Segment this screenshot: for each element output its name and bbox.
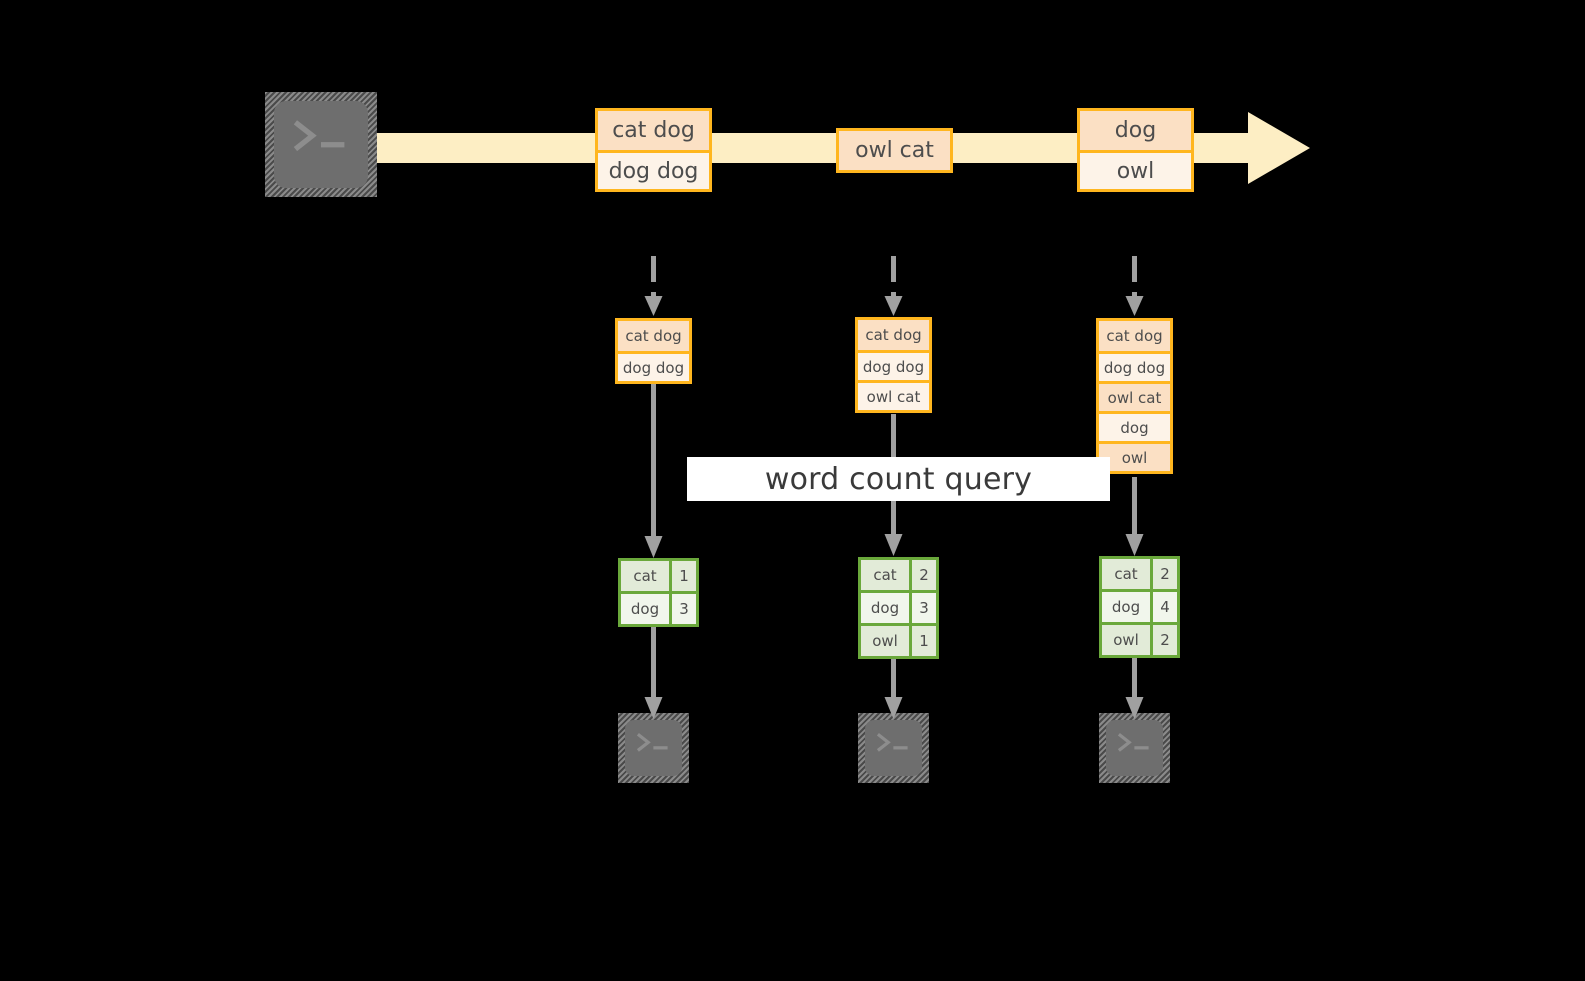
snapshot-1-sink-terminal-icon [618, 713, 689, 783]
result-word: dog [621, 594, 669, 624]
stream-record-cell: dog [1080, 111, 1191, 150]
snapshot-1-input-box[interactable]: cat dog dog dog [615, 318, 692, 384]
terminal-body [274, 101, 368, 188]
result-row: cat 2 [861, 560, 936, 590]
terminal-body [625, 720, 682, 776]
result-row: cat 2 [1102, 559, 1177, 589]
result-word: cat [621, 561, 669, 591]
result-row: dog 4 [1102, 589, 1177, 622]
snapshot-1-sink-connector [644, 622, 663, 720]
result-count: 3 [909, 593, 936, 623]
snapshot-3-sink-connector [1125, 651, 1144, 720]
snapshot-input-cell: cat dog [1099, 321, 1170, 351]
snapshot-3-result-table[interactable]: cat 2 dog 4 owl 2 [1099, 556, 1180, 658]
snapshot-input-cell: cat dog [618, 321, 689, 351]
result-row: dog 3 [621, 591, 696, 624]
result-count: 2 [1150, 559, 1177, 589]
snapshot-2-input-box[interactable]: cat dog dog dog owl cat [855, 317, 932, 413]
snapshot-1-query-connector [644, 384, 663, 559]
snapshot-1-dashed-connector [644, 256, 663, 318]
result-row: cat 1 [621, 561, 696, 591]
result-word: dog [1102, 592, 1150, 622]
snapshot-input-cell: dog dog [618, 351, 689, 381]
snapshot-2-sink-terminal-icon [858, 713, 929, 783]
result-row: dog 3 [861, 590, 936, 623]
terminal-prompt-glyph [289, 115, 353, 159]
result-count: 1 [669, 561, 696, 591]
snapshot-input-cell: dog [1099, 411, 1170, 441]
terminal-prompt-glyph [634, 729, 673, 757]
stream-record-cell: cat dog [598, 111, 709, 150]
snapshot-input-cell: cat dog [858, 320, 929, 350]
result-count: 1 [909, 626, 936, 656]
snapshot-3-sink-terminal-icon [1099, 713, 1170, 783]
snapshot-2-sink-connector [884, 652, 903, 720]
word-count-query-label: word count query [764, 461, 1033, 497]
result-word: cat [1102, 559, 1150, 589]
snapshot-input-cell: owl [1099, 441, 1170, 471]
result-word: dog [861, 593, 909, 623]
result-count: 4 [1150, 592, 1177, 622]
snapshot-2-dashed-connector [884, 256, 903, 318]
snapshot-input-cell: dog dog [1099, 351, 1170, 381]
stream-record-cell: owl cat [839, 131, 950, 170]
stream-record-group-2[interactable]: owl cat [836, 128, 953, 173]
snapshot-input-cell: owl cat [1099, 381, 1170, 411]
terminal-body [865, 720, 922, 776]
terminal-prompt-glyph [1115, 729, 1154, 757]
stream-record-group-3[interactable]: dog owl [1077, 108, 1194, 192]
snapshot-3-query-connector [1125, 477, 1144, 557]
stream-record-group-1[interactable]: cat dog dog dog [595, 108, 712, 192]
snapshot-3-input-box[interactable]: cat dog dog dog owl cat dog owl [1096, 318, 1173, 474]
result-count: 2 [1150, 625, 1177, 655]
result-row: owl 1 [861, 623, 936, 656]
result-count: 2 [909, 560, 936, 590]
snapshot-input-cell: dog dog [858, 350, 929, 380]
result-word: owl [861, 626, 909, 656]
stream-record-cell: dog dog [598, 150, 709, 189]
result-word: cat [861, 560, 909, 590]
result-word: owl [1102, 625, 1150, 655]
terminal-body [1106, 720, 1163, 776]
result-row: owl 2 [1102, 622, 1177, 655]
source-terminal-icon [265, 92, 377, 197]
snapshot-input-cell: owl cat [858, 380, 929, 410]
terminal-prompt-glyph [874, 729, 913, 757]
snapshot-1-result-table[interactable]: cat 1 dog 3 [618, 558, 699, 627]
word-count-query-band: word count query [687, 457, 1110, 501]
result-count: 3 [669, 594, 696, 624]
stream-record-cell: owl [1080, 150, 1191, 189]
snapshot-2-result-table[interactable]: cat 2 dog 3 owl 1 [858, 557, 939, 659]
snapshot-3-dashed-connector [1125, 256, 1144, 318]
